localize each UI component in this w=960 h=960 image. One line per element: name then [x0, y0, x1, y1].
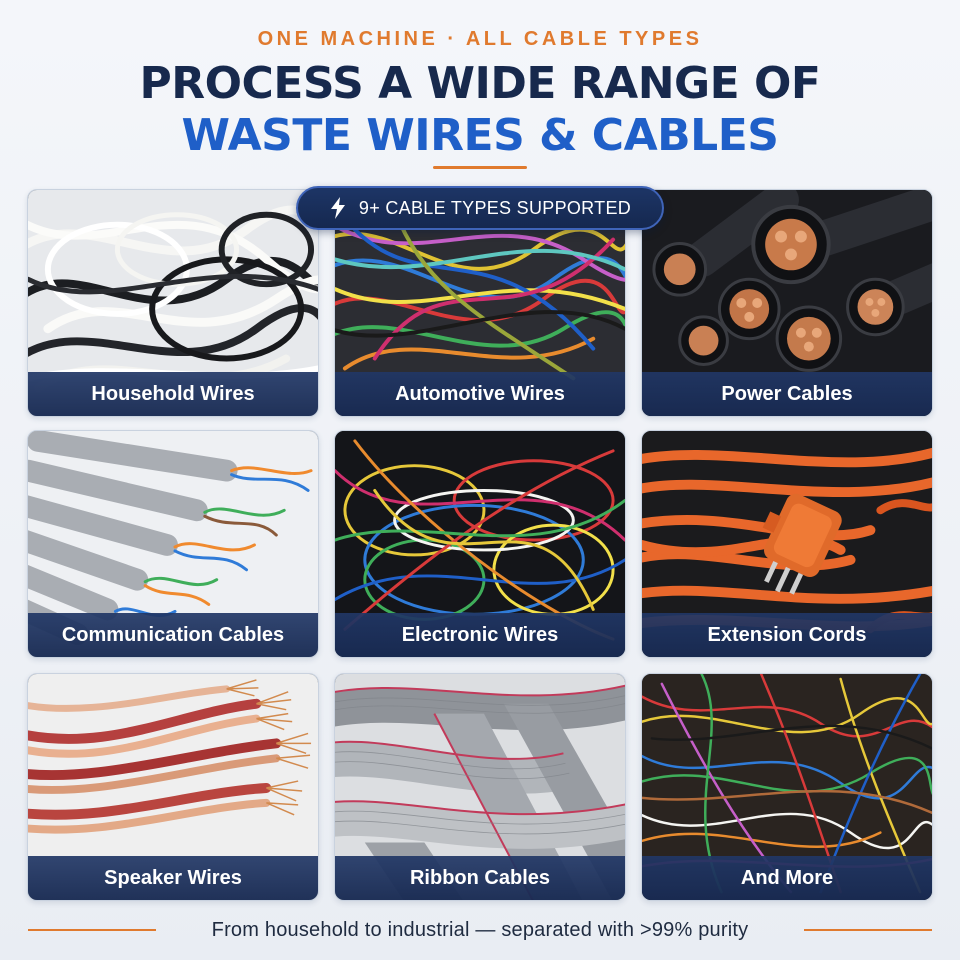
cable-types-badge: 9+ CABLE TYPES SUPPORTED — [296, 186, 664, 230]
cable-grid: Household Wires Automotive Wires — [27, 189, 933, 901]
card-label: And More — [642, 856, 932, 900]
footer-tagline: From household to industrial — separated… — [211, 918, 749, 941]
footer: From household to industrial — separated… — [0, 915, 960, 945]
eyebrow-text: ONE MACHINE · ALL CABLE TYPES — [257, 28, 703, 50]
card-label: Power Cables — [642, 372, 932, 416]
card-label: Communication Cables — [28, 613, 318, 657]
footer-divider-left — [28, 929, 156, 931]
card-label: Automotive Wires — [335, 372, 625, 416]
card-label: Speaker Wires — [28, 856, 318, 900]
footer-divider-right — [804, 929, 932, 931]
card-power-cables: Power Cables — [641, 189, 933, 417]
card-label: Extension Cords — [642, 613, 932, 657]
card-and-more: And More — [641, 673, 933, 901]
card-extension-cords: Extension Cords — [641, 430, 933, 658]
ribbon-cables-image — [335, 674, 625, 900]
card-label: Household Wires — [28, 372, 318, 416]
title-underline — [433, 166, 527, 169]
lightning-bolt-icon — [330, 197, 345, 219]
card-speaker-wires: Speaker Wires — [27, 673, 319, 901]
page-title-line-2: WASTE WIRES & CABLES — [181, 110, 779, 161]
card-label: Ribbon Cables — [335, 856, 625, 900]
badge-text: 9+ CABLE TYPES SUPPORTED — [358, 197, 632, 218]
card-ribbon-cables: Ribbon Cables — [334, 673, 626, 901]
card-electronic-wires: Electronic Wires — [334, 430, 626, 658]
card-household-wires: Household Wires — [27, 189, 319, 417]
page-title-line-1: PROCESS A WIDE RANGE OF — [139, 58, 821, 109]
card-label: Electronic Wires — [335, 613, 625, 657]
card-communication-cables: Communication Cables — [27, 430, 319, 658]
